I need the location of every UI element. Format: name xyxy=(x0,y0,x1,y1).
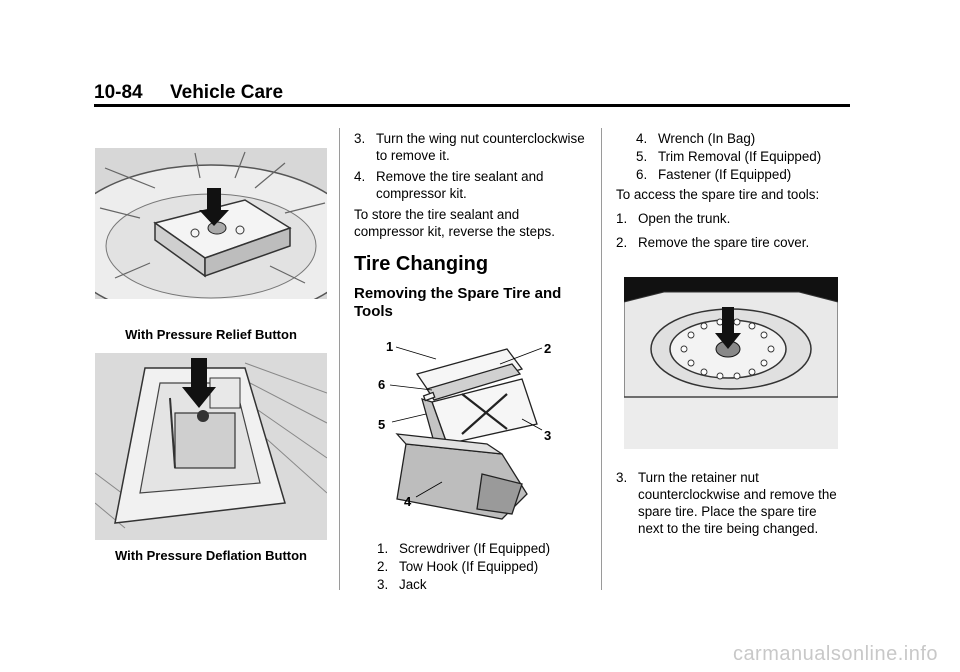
mid-list-item-1-text: Screwdriver (If Equipped) xyxy=(399,541,551,556)
right-list-item-4-num: 4. xyxy=(636,131,648,146)
access-instructions: To access the spare tire and tools: xyxy=(616,187,820,202)
watermark: carmanualsonline.info xyxy=(732,643,938,665)
store-instructions: To store the tire sealant and compressor… xyxy=(354,207,555,239)
mid-list-item-1-num: 1. xyxy=(377,541,389,556)
section-title: Vehicle Care xyxy=(170,82,284,103)
callout-3: 3 xyxy=(544,428,551,443)
mid-step-4-num: 4. xyxy=(354,169,366,184)
figure-pressure-relief xyxy=(95,148,327,299)
right-step-1-num: 1. xyxy=(616,211,628,226)
callout-1: 1 xyxy=(386,339,393,354)
right-list-item-4-text: Wrench (In Bag) xyxy=(658,131,756,146)
column-divider-right xyxy=(601,128,602,590)
right-list-item-5-text: Trim Removal (If Equipped) xyxy=(658,149,822,164)
mid-step-4-text: Remove the tire sealant and compressor k… xyxy=(376,169,544,201)
right-step-3-num: 3. xyxy=(616,470,628,485)
right-list-item-6-num: 6. xyxy=(636,167,648,182)
mid-step-3-num: 3. xyxy=(354,131,366,146)
right-list-item-6-text: Fastener (If Equipped) xyxy=(658,167,792,182)
mid-step-3-text: Turn the wing nut counterclockwise to re… xyxy=(376,131,585,163)
mid-list-item-2-text: Tow Hook (If Equipped) xyxy=(399,559,539,574)
mid-list-item-3-num: 3. xyxy=(377,577,389,592)
callout-6: 6 xyxy=(378,377,385,392)
callout-5: 5 xyxy=(378,417,385,432)
page-header: 10-84 Vehicle Care xyxy=(94,82,850,104)
right-list-item-5-num: 5. xyxy=(636,149,648,164)
right-step-3-text: Turn the retainer nut counterclockwise a… xyxy=(638,470,837,536)
figure-spare-tools: 1 2 3 4 5 6 xyxy=(372,334,568,528)
page-number: 10-84 xyxy=(94,82,143,103)
callout-2: 2 xyxy=(544,341,551,356)
right-step-2-text: Remove the spare tire cover. xyxy=(638,235,810,250)
heading-tire-changing: Tire Changing xyxy=(354,253,489,275)
figure-pressure-deflation xyxy=(95,353,327,540)
right-step-2-num: 2. xyxy=(616,235,628,250)
header-rule xyxy=(94,104,850,107)
mid-list-item-3-text: Jack xyxy=(399,577,427,592)
figure-trunk-spare xyxy=(624,277,838,449)
subheading-removing-spare: Removing the Spare Tire and Tools xyxy=(354,285,562,320)
caption-pressure-deflation: With Pressure Deflation Button xyxy=(114,548,307,563)
mid-list-item-2-num: 2. xyxy=(377,559,389,574)
column-divider-left xyxy=(339,128,340,590)
right-step-1-text: Open the trunk. xyxy=(638,211,731,226)
caption-pressure-relief: With Pressure Relief Button xyxy=(125,327,297,342)
callout-4: 4 xyxy=(404,494,412,509)
